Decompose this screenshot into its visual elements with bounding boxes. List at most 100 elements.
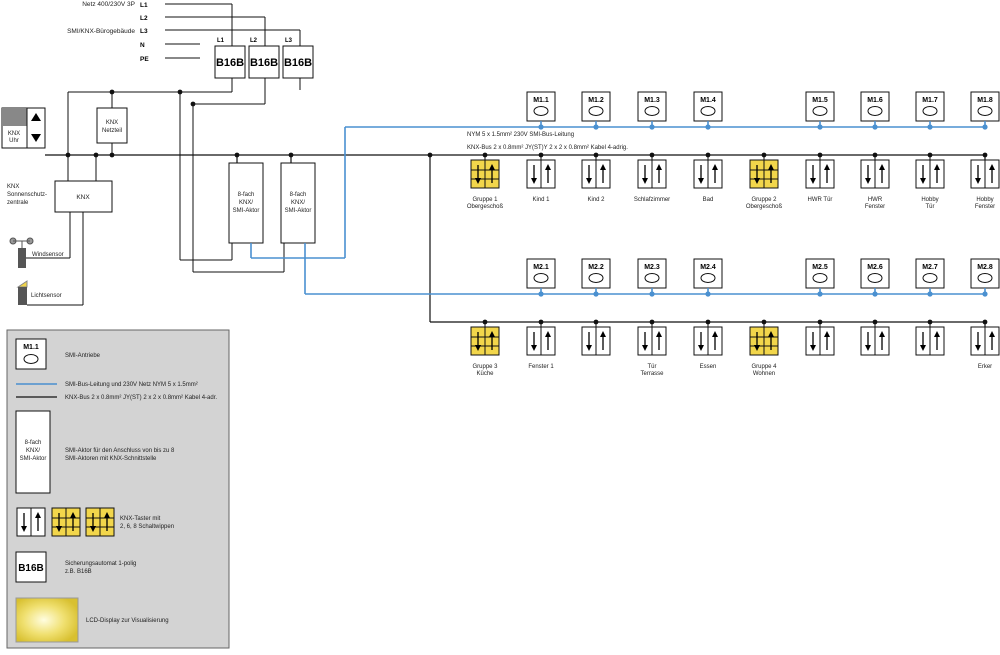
svg-text:2, 6, 8 Schaltwippen: 2, 6, 8 Schaltwippen bbox=[120, 524, 174, 530]
knx-junction bbox=[705, 319, 711, 325]
switch-label: Essen bbox=[700, 364, 717, 370]
row1-switch-2: Kind 1 bbox=[526, 155, 556, 203]
smi-junction bbox=[927, 124, 933, 130]
svg-text:Sicherungsautomat 1-polig: Sicherungsautomat 1-polig bbox=[65, 561, 136, 567]
switch-label: Gruppe 4 bbox=[751, 364, 777, 370]
knx-junction bbox=[93, 152, 99, 158]
clock-label-1: KNX bbox=[8, 131, 20, 137]
knx-junction bbox=[109, 152, 115, 158]
legend-black-line-text: KNX-Bus 2 x 0.8mm² JY(ST) 2 x 2 x 0.8mm²… bbox=[65, 395, 217, 401]
phase-label-l3: L3 bbox=[140, 28, 148, 35]
row2-switch-3 bbox=[581, 322, 611, 356]
switch-label: Gruppe 3 bbox=[472, 364, 498, 370]
legend: M1.1 SMI-Antriebe SMI-Bus-Leitung und 23… bbox=[6, 329, 230, 649]
knx-junction bbox=[761, 152, 767, 158]
motor-label: M1.7 bbox=[922, 97, 938, 104]
svg-text:KNX: KNX bbox=[106, 120, 118, 126]
svg-text:Netzteil: Netzteil bbox=[102, 128, 122, 134]
breaker-l1: L1 B16B bbox=[214, 38, 246, 79]
knx-junction bbox=[817, 152, 823, 158]
knx-clock: KNX Uhr bbox=[1, 107, 46, 149]
row2-switch-9 bbox=[915, 322, 945, 356]
motor-M2-8: M2.8 bbox=[970, 258, 1000, 294]
smi-junction bbox=[927, 291, 933, 297]
smi-junction bbox=[982, 291, 988, 297]
knx-junction bbox=[982, 152, 988, 158]
legend-blue-line-text: SMI-Bus-Leitung und 230V Netz NYM 5 x 1.… bbox=[65, 382, 198, 388]
legend-taster: KNX-Taster mit 2, 6, 8 Schaltwippen bbox=[16, 507, 174, 537]
switch-label: Terrasse bbox=[640, 371, 664, 377]
switch-label: Erker bbox=[978, 364, 992, 370]
breaker-label: B16B bbox=[250, 57, 278, 69]
svg-text:M1.1: M1.1 bbox=[23, 344, 39, 351]
motor-label: M1.1 bbox=[533, 97, 549, 104]
motor-M1-1: M1.1 bbox=[526, 91, 556, 127]
svg-text:SMI-Aktor: SMI-Aktor bbox=[285, 208, 312, 214]
smi-bus-label: NYM 5 x 1.5mm² 230V SMI-Bus-Leitung bbox=[467, 132, 574, 138]
switch-label: Tür bbox=[648, 364, 657, 370]
breaker-label: B16B bbox=[216, 57, 244, 69]
phase-label-l2: L2 bbox=[140, 15, 148, 22]
building-label: SMI/KNX-Bürogebäude bbox=[67, 28, 135, 35]
motor-M2-1: M2.1 bbox=[526, 258, 556, 294]
breaker-l2: L2 B16B bbox=[248, 38, 280, 79]
motor-label: M2.5 bbox=[812, 264, 828, 271]
lichtsensor-label: Lichtsensor bbox=[31, 293, 62, 299]
svg-text:SMI-Antriebe: SMI-Antriebe bbox=[65, 353, 101, 359]
row2-switch-7 bbox=[805, 322, 835, 356]
motor-label: M1.5 bbox=[812, 97, 828, 104]
svg-text:SMI-Aktor: SMI-Aktor bbox=[233, 208, 260, 214]
switch-label: Obergeschoß bbox=[746, 204, 783, 210]
motor-M1-6: M1.6 bbox=[860, 91, 890, 127]
motor-M2-6: M2.6 bbox=[860, 258, 890, 294]
motor-M2-4: M2.4 bbox=[693, 258, 723, 294]
svg-text:KNX: KNX bbox=[7, 184, 19, 190]
motor-label: M1.3 bbox=[644, 97, 660, 104]
motor-label: M2.6 bbox=[867, 264, 883, 271]
motor-M1-2: M1.2 bbox=[581, 91, 611, 127]
motor-M2-7: M2.7 bbox=[915, 258, 945, 294]
switch-label: Küche bbox=[476, 371, 494, 377]
smi-junction bbox=[538, 291, 544, 297]
svg-text:KNX/: KNX/ bbox=[239, 200, 253, 206]
breaker-phase-label: L1 bbox=[217, 38, 225, 44]
row1-switch-5: Bad bbox=[693, 155, 723, 203]
svg-text:SMI-Aktor für den Anschluss vo: SMI-Aktor für den Anschluss von bis zu 8 bbox=[65, 448, 175, 454]
knx-junction bbox=[593, 319, 599, 325]
switch-label: Bad bbox=[703, 197, 714, 203]
knx-junction bbox=[234, 152, 240, 158]
switch-label: Schlafzimmer bbox=[634, 197, 670, 203]
switch-label: Fenster bbox=[975, 204, 995, 210]
smi-junction bbox=[872, 291, 878, 297]
smi-junction bbox=[649, 291, 655, 297]
svg-text:B16B: B16B bbox=[18, 563, 44, 574]
row2-switch-8 bbox=[860, 322, 890, 356]
knx-junction bbox=[593, 152, 599, 158]
smi-junction bbox=[982, 124, 988, 130]
light-sensor: Lichtsensor bbox=[16, 280, 62, 305]
motor-label: M2.2 bbox=[588, 264, 604, 271]
knx-junction bbox=[288, 152, 294, 158]
switch-label: Kind 1 bbox=[532, 197, 550, 203]
knx-junction bbox=[482, 152, 488, 158]
knx-junction bbox=[482, 319, 488, 325]
breaker-phase-label: L2 bbox=[250, 38, 258, 44]
knx-junction bbox=[872, 319, 878, 325]
switch-label: Obergeschoß bbox=[467, 204, 504, 210]
row2-switch-2: Fenster 1 bbox=[526, 322, 556, 370]
knx-junction bbox=[927, 319, 933, 325]
knx-junction bbox=[109, 89, 115, 95]
knx-junction bbox=[761, 319, 767, 325]
motor-M1-4: M1.4 bbox=[693, 91, 723, 127]
motor-M1-7: M1.7 bbox=[915, 91, 945, 127]
svg-text:SMI-Aktor: SMI-Aktor bbox=[20, 456, 47, 462]
motor-M2-2: M2.2 bbox=[581, 258, 611, 294]
smi-junction bbox=[705, 291, 711, 297]
legend-breaker: B16B Sicherungsautomat 1-polig z.B. B16B bbox=[15, 551, 136, 583]
wind-sensor: Windsensor bbox=[9, 237, 64, 268]
legend-lcd: LCD-Display zur Visualisierung bbox=[15, 597, 169, 643]
netz-label: Netz 400/230V 3P bbox=[82, 1, 135, 8]
